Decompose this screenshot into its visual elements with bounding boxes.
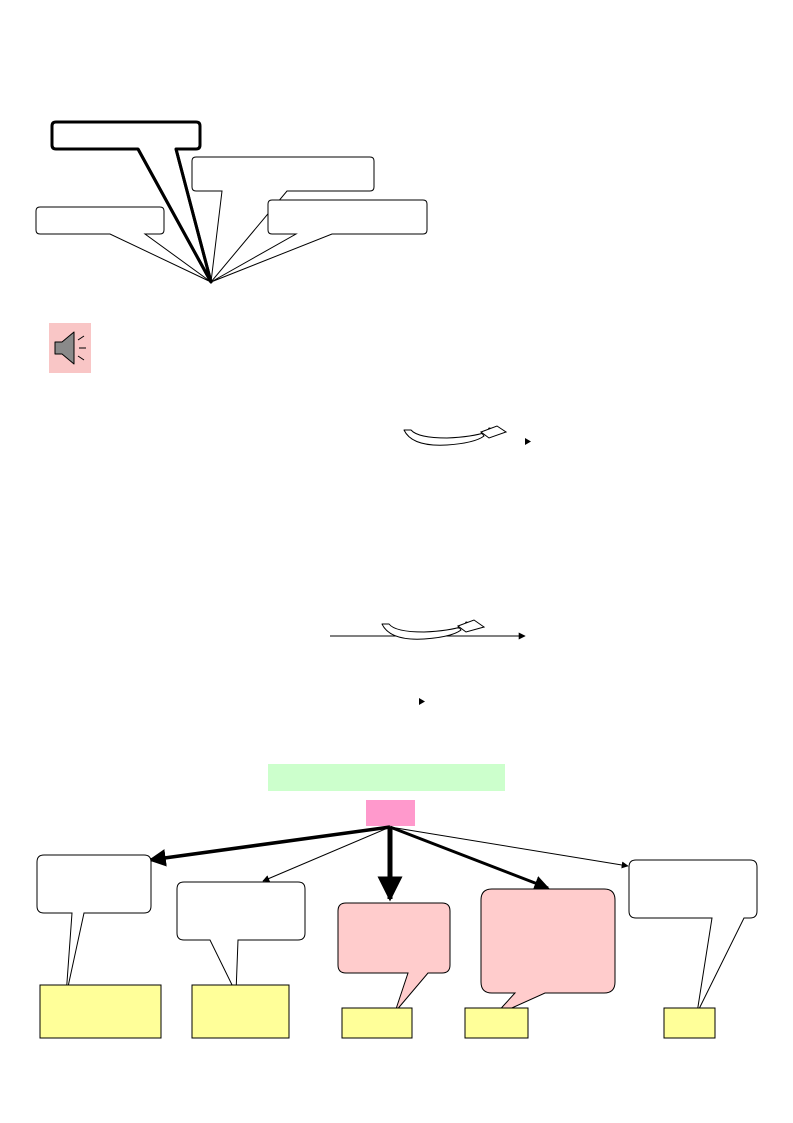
tree-callout-2 (176, 881, 306, 994)
top-callout-2 (191, 156, 375, 284)
leaf-box-5 (663, 1007, 716, 1039)
branch-arrow-4 (389, 825, 550, 891)
top-callout-1 (50, 120, 213, 284)
triangle-pointer-icon (419, 698, 425, 705)
tree-branches (148, 825, 629, 902)
leaf-box-4 (464, 1007, 529, 1039)
top-callout-4 (210, 199, 428, 283)
leaf-box-group (39, 984, 716, 1039)
branch-arrow-1 (148, 825, 391, 867)
top-callout-3 (35, 206, 212, 283)
leaf-box-3 (341, 1007, 413, 1039)
leaf-box-2 (191, 984, 290, 1039)
triangle-pointer-icon (525, 438, 531, 445)
leaf-box-1 (39, 984, 162, 1039)
curved-arrow-icon (381, 619, 486, 640)
root-box (366, 800, 415, 826)
audio-play-button[interactable] (49, 323, 91, 373)
tree-callout-1 (36, 854, 152, 997)
tree-callout-5 (628, 859, 758, 1014)
branch-arrow-2 (262, 826, 391, 882)
speaker-icon (54, 331, 86, 365)
curved-arrow-icon (403, 425, 508, 446)
tree-callout-4 (480, 888, 616, 1017)
tree-callout-group (36, 854, 758, 1017)
header-box (268, 764, 505, 791)
top-callout-group (35, 120, 428, 284)
tree-callout-3 (337, 902, 451, 1013)
branch-arrow-5 (389, 826, 629, 869)
